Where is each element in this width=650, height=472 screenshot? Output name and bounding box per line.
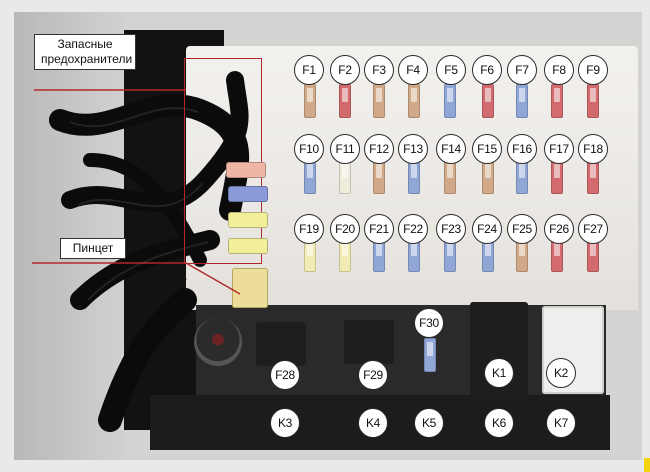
fuse-f17 (551, 160, 563, 194)
fuse-f7 (516, 84, 528, 118)
fuse-f8 (551, 84, 563, 118)
spare-fuse (228, 212, 268, 228)
fuse-f3 (373, 84, 385, 118)
relay-label-k5: K5 (414, 408, 444, 438)
fuse-f10 (304, 160, 316, 194)
fuse-f13 (408, 160, 420, 194)
spare-fuse (226, 162, 266, 178)
tweezers (232, 268, 268, 308)
relay-label-k3: K3 (270, 408, 300, 438)
fuse-label-f21: F21 (364, 214, 394, 244)
fuse-label-f20: F20 (330, 214, 360, 244)
fuse-f14 (444, 160, 456, 194)
fuse-f26 (551, 238, 563, 272)
fuse-f20 (339, 238, 351, 272)
fuse-f5 (444, 84, 456, 118)
fuse-f15 (482, 160, 494, 194)
fuse-f2 (339, 84, 351, 118)
fuse-f1 (304, 84, 316, 118)
fuse-f22 (408, 238, 420, 272)
fuse-f11 (339, 160, 351, 194)
relay-k29-block (344, 320, 394, 364)
fuse-f16 (516, 160, 528, 194)
fuse-label-f15: F15 (472, 134, 502, 164)
fuse-label-f14: F14 (436, 134, 466, 164)
fuse-f12 (373, 160, 385, 194)
fuse-label-f16: F16 (507, 134, 537, 164)
fuse-label-f4: F4 (398, 55, 428, 85)
fuse-f4 (408, 84, 420, 118)
fuse-label-f5: F5 (436, 55, 466, 85)
spare-fuse (228, 186, 268, 202)
fuse-f27 (587, 238, 599, 272)
fuse-label-f10: F10 (294, 134, 324, 164)
panel-shadow (14, 12, 124, 460)
fuse-f19 (304, 238, 316, 272)
fuse-label-f18: F18 (578, 134, 608, 164)
fuse-f30 (424, 338, 436, 372)
spare-fuses-frame (184, 58, 262, 264)
relay-label-k4: K4 (358, 408, 388, 438)
fuse-label-f12: F12 (364, 134, 394, 164)
fuse-label-f3: F3 (364, 55, 394, 85)
fuse-label-f6: F6 (472, 55, 502, 85)
fuse-f18 (587, 160, 599, 194)
relay-label-k1: K1 (484, 358, 514, 388)
relay-label-k7: K7 (546, 408, 576, 438)
tweezers-label: Пинцет (72, 241, 114, 255)
spare-fuse (228, 238, 268, 254)
fuse-label-f30: F30 (414, 308, 444, 338)
tweezers-leader-line (185, 262, 241, 295)
fuse-label-f24: F24 (472, 214, 502, 244)
fuse-label-f7: F7 (507, 55, 537, 85)
relay-k28-block (256, 322, 306, 366)
fuse-f21 (373, 238, 385, 272)
fuse-label-f9: F9 (578, 55, 608, 85)
fuse-f23 (444, 238, 456, 272)
fuse-label-f11: F11 (330, 134, 360, 164)
fuse-label-f23: F23 (436, 214, 466, 244)
tweezers-callout: Пинцет (60, 238, 126, 259)
fuse-label-f29: F29 (358, 360, 388, 390)
fuse-f24 (482, 238, 494, 272)
spare-fuses-callout: Запасные предохранители (34, 34, 136, 70)
relay-label-k6: K6 (484, 408, 514, 438)
fuse-f6 (482, 84, 494, 118)
fuse-label-f1: F1 (294, 55, 324, 85)
fuse-label-f8: F8 (544, 55, 574, 85)
fuse-label-f19: F19 (294, 214, 324, 244)
round-knob (194, 318, 242, 366)
relay-label-k2: K2 (546, 358, 576, 388)
spare-fuses-label: Запасные предохранители (41, 37, 133, 66)
fuse-f25 (516, 238, 528, 272)
fuse-label-f17: F17 (544, 134, 574, 164)
fuse-label-f2: F2 (330, 55, 360, 85)
fuse-label-f28: F28 (270, 360, 300, 390)
fuse-label-f25: F25 (507, 214, 537, 244)
fuse-label-f26: F26 (544, 214, 574, 244)
fuse-f9 (587, 84, 599, 118)
fuse-label-f22: F22 (398, 214, 428, 244)
corner-marker (644, 458, 650, 472)
fuse-label-f13: F13 (398, 134, 428, 164)
fuse-label-f27: F27 (578, 214, 608, 244)
